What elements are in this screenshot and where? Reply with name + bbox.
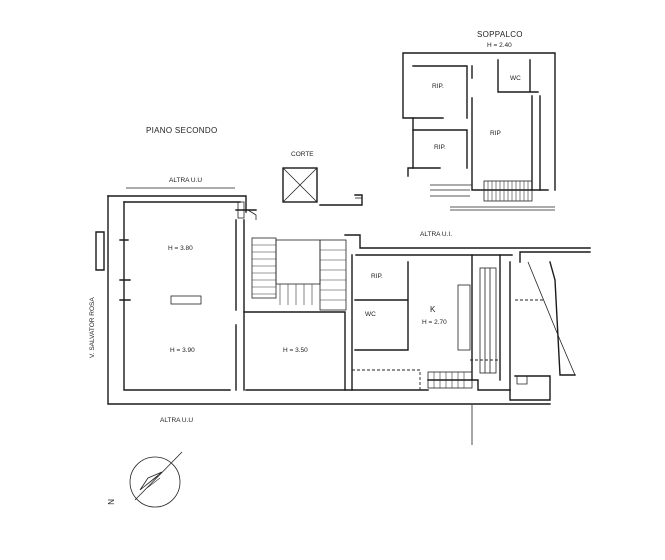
lower-stair (427, 371, 473, 389)
room-height-middle: H = 3.50 (283, 347, 308, 354)
room-height-kitchen: H = 2.70 (422, 319, 447, 326)
kitchen-dashed-line (352, 369, 421, 390)
main-staircase (251, 237, 347, 311)
mezzanine-rip-label-1: RIP. (432, 83, 444, 90)
mezzanine-stair-wall (531, 95, 541, 191)
mezzanine-balcony (450, 206, 555, 211)
compass-needle-icon (134, 451, 183, 501)
main-walls (95, 194, 591, 405)
mezzanine-wc-label: WC (510, 75, 521, 82)
mezzanine-room2-wall (412, 129, 468, 169)
north-label: N (106, 499, 115, 505)
mezzanine-plan: SOPPALCO H = 2.40 RIP. RIP. RIP WC (402, 30, 556, 211)
mezzanine-title: SOPPALCO (477, 30, 523, 39)
floor-title: PIANO SECONDO (146, 126, 217, 135)
street-label: V. SALVATOR ROSA (89, 297, 96, 358)
neighbor-label-bottom: ALTRA U.U (160, 417, 193, 424)
mezzanine-ledge (430, 184, 472, 197)
mezzanine-height: H = 2.40 (487, 42, 512, 49)
interior-details (170, 201, 576, 390)
mezzanine-room3-wall (471, 65, 549, 191)
mezzanine-rip-label-2: RIP. (434, 144, 446, 151)
room-label-rip: RIP. (371, 273, 383, 280)
neighbor-label-top-right: ALTRA U.I. (420, 231, 452, 238)
room-height-main-upper: H = 3.80 (168, 245, 193, 252)
mezzanine-wc-wall (497, 59, 539, 93)
north-arrow: N (106, 451, 183, 508)
mezzanine-room1-wall (412, 65, 468, 119)
court-label: CORTE (291, 151, 314, 158)
mezzanine-rip-label-3: RIP (490, 130, 501, 137)
room-height-main-lower: H = 3.90 (170, 347, 195, 354)
court: CORTE (282, 151, 318, 203)
roof-slope-line (527, 261, 576, 376)
room-label-wc: WC (365, 311, 376, 318)
door-frame (237, 201, 245, 219)
mezzanine-stair (483, 180, 533, 202)
stair-landing (479, 267, 497, 374)
mezzanine-outer-wall (402, 52, 556, 191)
table (170, 295, 202, 305)
compass-circle-icon (129, 456, 181, 508)
room-label-kitchen: K (430, 305, 436, 314)
counter (457, 284, 471, 351)
neighbor-label-top-left: ALTRA U.U (169, 177, 202, 184)
